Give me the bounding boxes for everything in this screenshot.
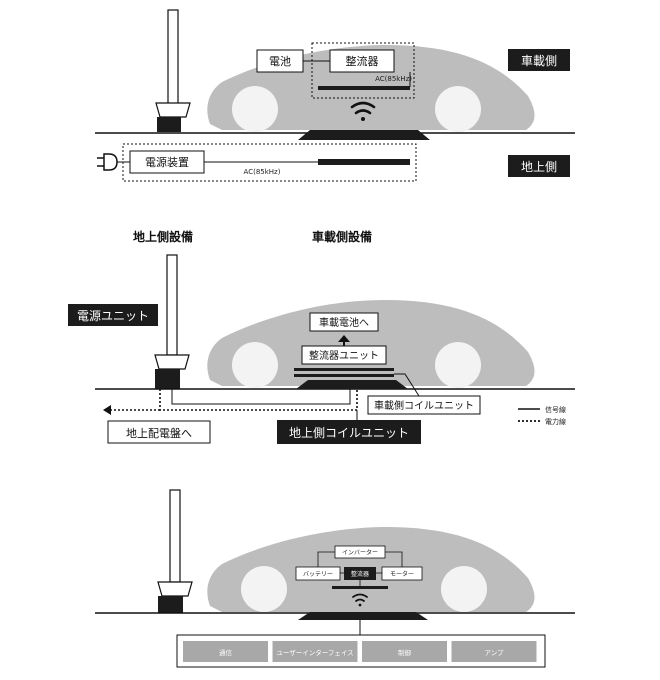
vehicle-coil: [332, 586, 388, 589]
to-distribution-board-box: [107, 420, 211, 444]
rectifier-unit-label: 整流器ユニット: [309, 349, 379, 362]
wireless-icon: [350, 101, 376, 121]
panel-1: 電池 整流器 AC(85kHz) 車載側 電源装置 AC(85kHz) 地上側: [95, 9, 575, 182]
side-vehicle-label: 車載側: [521, 54, 557, 68]
battery-label: バッテリー: [303, 571, 333, 578]
battery-box: [295, 566, 341, 581]
ground-coil: [296, 380, 408, 389]
to-distribution-board-label: 地上配電盤へ: [126, 427, 192, 440]
ac-ground-label: AC(85kHz): [244, 168, 281, 176]
rectifier-box: [344, 567, 376, 580]
side-ground-label: 地上側: [521, 160, 557, 174]
vehicle-coil: [318, 86, 410, 90]
heading-vehicle-equipment: 車載側設備: [312, 229, 372, 244]
power-unit-label: 電源ユニット: [77, 309, 149, 323]
module-list: 通信 ユーザーインターフェイス 制御 アンプ: [183, 641, 537, 662]
car-wheel-rear: [435, 342, 481, 388]
ground-coil-bar: [318, 159, 410, 165]
ground-coil: [298, 130, 430, 140]
module-label: ユーザーインターフェイス: [276, 648, 353, 657]
car-wheel-front: [232, 342, 278, 388]
power-unit-badge: [68, 304, 158, 326]
heading-ground-equipment: 地上側設備: [133, 229, 193, 244]
inverter-link-left: [317, 551, 335, 567]
up-arrow-icon: [338, 335, 350, 342]
ground-coil-unit-label: 地上側コイルユニット: [289, 426, 409, 440]
rectifier-label: 整流器: [351, 570, 369, 578]
battery-label: 電池: [269, 55, 291, 68]
panel-3: インバーター バッテリー 整流器 モーター 通信 ユーザーインターフェイス 制御 アン…: [95, 489, 575, 668]
inverter-label: インバーター: [342, 549, 378, 557]
module-box: [183, 641, 268, 662]
vehicle-coil-bar: [294, 368, 394, 371]
ac-vehicle-label: AC(85kHz): [375, 75, 412, 83]
rectifier-label: 整流器: [346, 54, 379, 68]
module-box: [272, 641, 358, 662]
power-device-label: 電源装置: [145, 155, 189, 169]
legend-signal-label: 信号線: [545, 405, 566, 414]
car-wheel-front: [241, 566, 287, 612]
vehicle-coil-bar-2: [294, 374, 394, 377]
charging-post: [169, 489, 181, 583]
rectifier-box: [329, 49, 395, 73]
vehicle-coil-leader: [394, 373, 420, 397]
car-wheel-rear: [435, 86, 481, 132]
module-label: 通信: [219, 648, 233, 657]
vehicle-coil-unit-label: 車載側コイルユニット: [374, 399, 474, 412]
vehicle-frame: [311, 42, 415, 99]
charging-post-head: [155, 102, 191, 118]
charging-post-head: [154, 354, 190, 370]
inverter-link-right: [385, 551, 403, 567]
power-line: [159, 389, 358, 411]
ground-coil-unit-badge: [277, 420, 421, 444]
car-wheel-front: [232, 86, 278, 132]
side-vehicle-badge: [508, 49, 570, 71]
legend-power-label: 電力線: [545, 417, 566, 426]
legend: 信号線 電力線: [518, 405, 566, 426]
module-box: [362, 641, 447, 662]
module-label: アンプ: [484, 649, 504, 657]
module-label: 制御: [398, 648, 412, 657]
ground-coil: [298, 612, 428, 620]
car-wheel-rear: [441, 566, 487, 612]
charging-post-head: [157, 581, 193, 597]
rectifier-unit-box: [301, 345, 387, 365]
vehicle-coil-unit-box: [367, 395, 481, 415]
to-vehicle-battery-label: 車載電池へ: [319, 316, 369, 329]
charging-post: [166, 254, 178, 356]
signal-line: [171, 389, 351, 405]
charging-post-base: [157, 117, 181, 132]
motor-box: [381, 566, 423, 581]
charging-post-base: [158, 596, 183, 613]
wireless-icon: [352, 593, 368, 607]
plug-icon: [97, 153, 130, 171]
to-vehicle-battery-box: [309, 312, 379, 332]
module-box: [451, 641, 537, 662]
motor-label: モーター: [390, 570, 414, 578]
charging-post-base: [155, 369, 180, 389]
side-ground-badge: [508, 155, 570, 177]
charging-post: [167, 9, 179, 106]
left-arrow-icon: [103, 405, 111, 415]
panel-2: 地上側設備 車載側設備 電源ユニット 車載電池へ 整流器ユニット 車載側コイルユ…: [68, 229, 575, 444]
